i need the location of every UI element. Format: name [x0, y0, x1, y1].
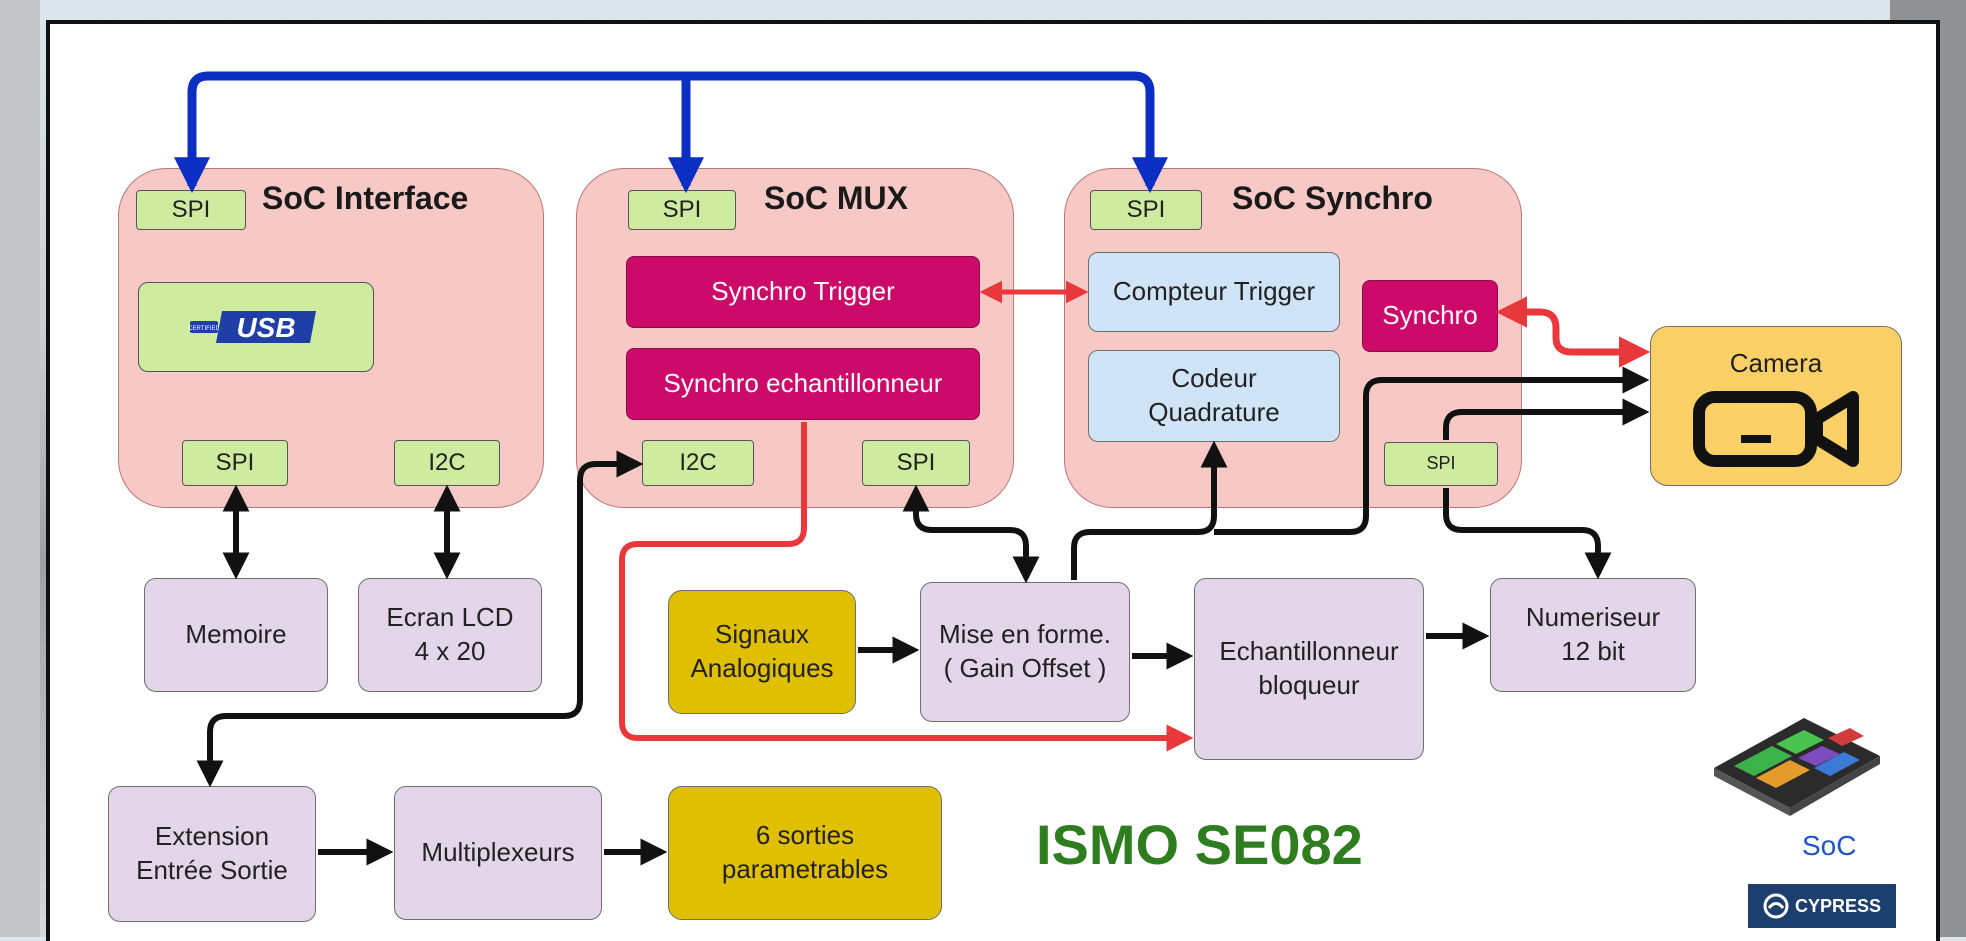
- camera-block: Camera: [1650, 326, 1902, 486]
- link-synchro-spi-camera: [1443, 398, 1650, 440]
- link-spi-mise-en-forme: [902, 484, 1040, 584]
- numeriseur-block: Numeriseur 12 bit: [1490, 578, 1696, 692]
- soc-chip-label: SoC: [1802, 830, 1857, 861]
- numeriseur-bits-label: 12 bit: [1561, 636, 1625, 666]
- bloqueur-label: bloqueur: [1258, 670, 1360, 700]
- soc-mux-i2c: I2C: [642, 440, 754, 486]
- codeur-label: Codeur: [1171, 363, 1257, 394]
- multiplexeurs-block: Multiplexeurs: [394, 786, 602, 920]
- usb-certified-text: CERTIFIED: [188, 326, 220, 332]
- cypress-logo: CYPRESS: [1748, 884, 1896, 928]
- cypress-label: CYPRESS: [1794, 895, 1882, 916]
- soc-interface-spi-top: SPI: [136, 190, 246, 230]
- extension-label: Extension: [154, 821, 270, 852]
- codeur-quadrature-block: Codeur Quadrature: [1088, 350, 1340, 442]
- camera-label: Camera: [1729, 348, 1823, 378]
- link-i2c-extension: [196, 450, 644, 788]
- soc-mux-spi-top: SPI: [628, 190, 736, 230]
- echantillonneur-bloqueur-block: Echantillonneur bloqueur: [1194, 578, 1424, 760]
- analogiques-label: Analogiques: [690, 653, 834, 683]
- six-sorties-label: 6 sorties: [755, 820, 855, 851]
- six-sorties-block: 6 sorties parametrables: [668, 786, 942, 920]
- echantillonneur-label: Echantillonneur: [1219, 636, 1399, 667]
- link-synchro-spi-numeriseur: [1443, 488, 1612, 580]
- quadrature-label: Quadrature: [1148, 397, 1280, 427]
- usb-logo-icon: CERTIFIED USB: [188, 311, 316, 343]
- background-pole-left: [0, 0, 40, 937]
- parametrables-label: parametrables: [721, 854, 889, 884]
- synchro-block: Synchro: [1362, 280, 1498, 352]
- signaux-label: Signaux: [715, 619, 809, 650]
- diagram-title: ISMO SE082: [1036, 813, 1363, 876]
- soc-chip-icon: [1714, 718, 1880, 816]
- compteur-trigger-block: Compteur Trigger: [1088, 252, 1340, 332]
- link-mise-en-forme-codeur: [1071, 440, 1228, 580]
- cypress-tree-icon: [1763, 893, 1789, 919]
- camera-icon: [1693, 390, 1859, 467]
- soc-mux-spi-bottom: SPI: [862, 440, 970, 486]
- mise-en-forme-label: Mise en forme.: [939, 619, 1111, 650]
- soc-mux-title: SoC MUX: [764, 180, 908, 216]
- gain-offset-label: ( Gain Offset ): [943, 653, 1107, 683]
- entree-sortie-label: Entrée Sortie: [136, 855, 288, 885]
- extension-entree-sortie-block: Extension Entrée Sortie: [108, 786, 316, 922]
- soc-synchro-spi-top: SPI: [1090, 190, 1202, 230]
- mise-en-forme-block: Mise en forme. ( Gain Offset ): [920, 582, 1130, 722]
- link-mise-en-forme-camera: [1214, 366, 1650, 535]
- soc-synchro-spi-bottom: SPI: [1384, 442, 1498, 486]
- synchro-echantillonneur-block: Synchro echantillonneur: [626, 348, 980, 420]
- link-synchro-echantillonneur: [619, 422, 1194, 752]
- signaux-analogiques-block: Signaux Analogiques: [668, 590, 856, 714]
- numeriseur-label: Numeriseur: [1525, 602, 1661, 633]
- synchro-trigger-block: Synchro Trigger: [626, 256, 980, 328]
- soc-synchro-title: SoC Synchro: [1232, 180, 1433, 216]
- spi-bus-top: [187, 71, 1168, 194]
- usb-logo-text: USB: [236, 312, 295, 343]
- usb-block: CERTIFIED USB: [138, 282, 374, 372]
- soc-interface-title: SoC Interface: [262, 180, 469, 216]
- link-synchro-camera: [1495, 296, 1651, 368]
